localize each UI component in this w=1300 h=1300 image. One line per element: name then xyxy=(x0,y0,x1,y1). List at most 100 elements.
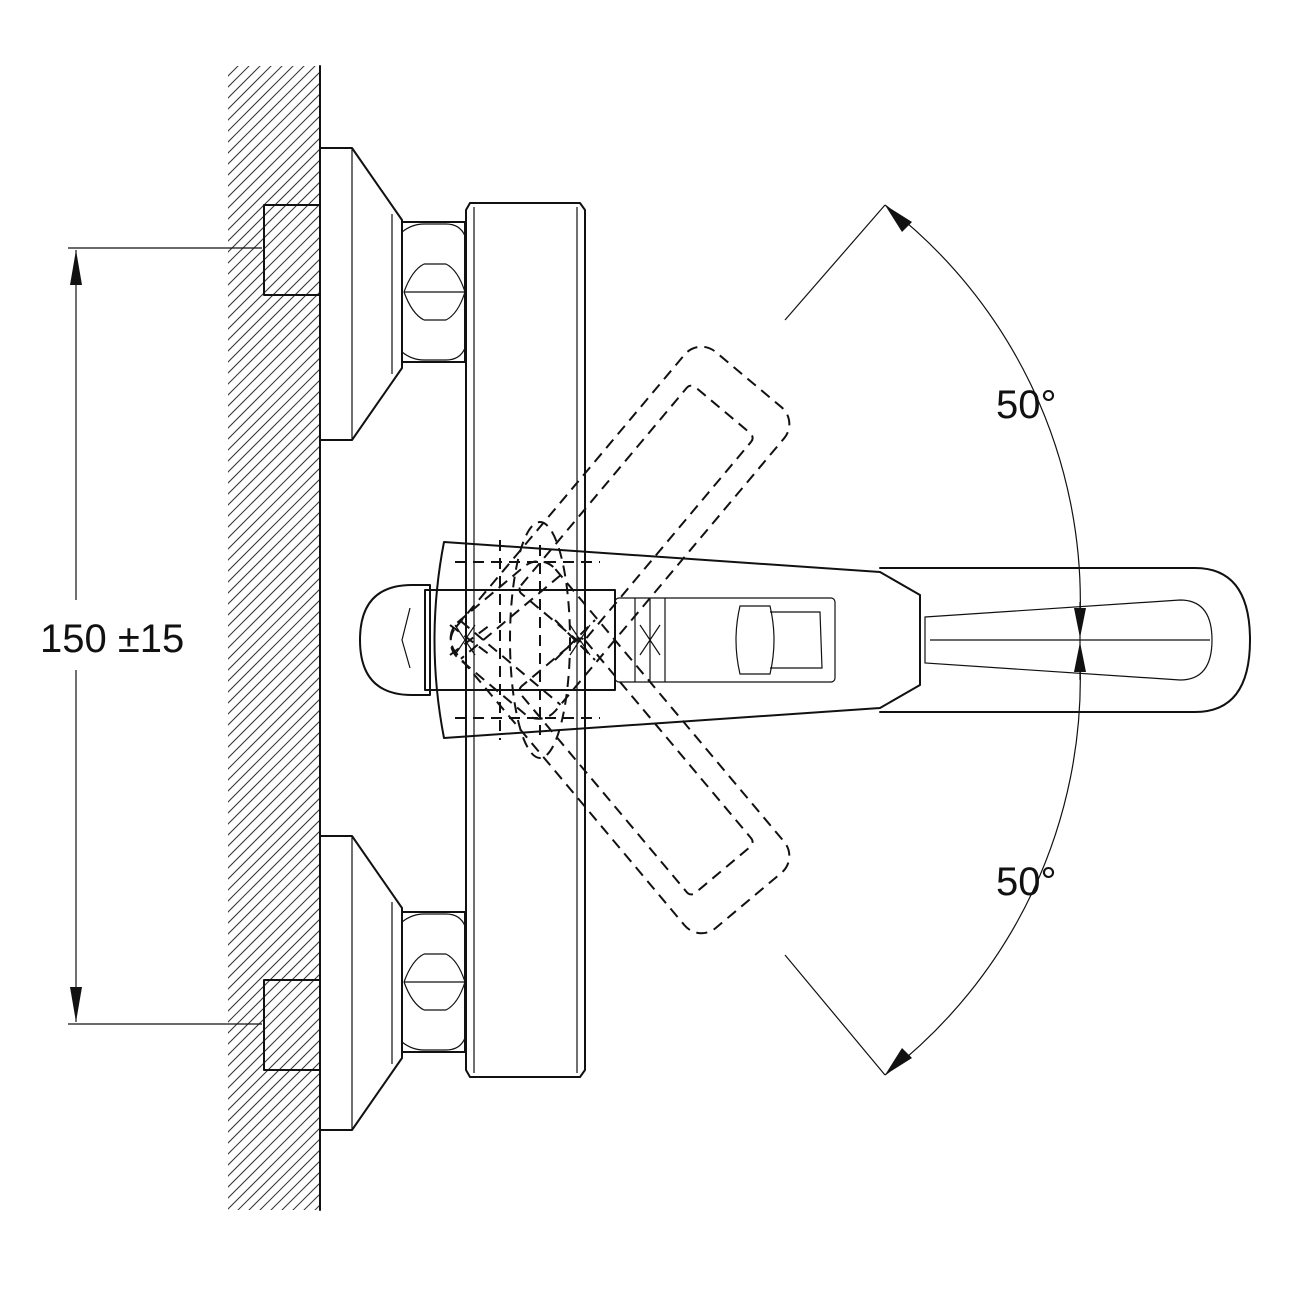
hatch-line xyxy=(228,599,320,693)
hatch-line xyxy=(228,66,305,143)
hatch-line xyxy=(228,478,320,572)
hatch-line xyxy=(228,1050,320,1144)
hatch-line xyxy=(220,1228,330,1300)
hatch-line xyxy=(220,0,330,51)
hatch-line xyxy=(228,940,320,1034)
hatch-line xyxy=(228,192,320,286)
hatch-line xyxy=(228,313,320,407)
hatch-line xyxy=(228,577,320,671)
hatch-line xyxy=(228,522,320,616)
hatch-line xyxy=(228,203,320,297)
spout-position-upper xyxy=(449,345,791,720)
hatch-line xyxy=(228,214,320,308)
swivel-arrow-lower-end xyxy=(885,1048,912,1075)
hatch-line xyxy=(292,1182,320,1210)
hatch-line xyxy=(228,236,320,330)
hatch-line xyxy=(228,66,272,110)
hatch-line xyxy=(228,66,250,88)
hatch-line xyxy=(228,621,320,715)
hatch-line xyxy=(228,115,320,209)
hatch-line xyxy=(228,984,320,1078)
hatch-line xyxy=(228,676,320,770)
spout-position-lower xyxy=(449,560,791,935)
hatch-line xyxy=(228,731,320,825)
hatch-line xyxy=(228,896,320,990)
hatch-line xyxy=(228,1017,320,1111)
hatch-line xyxy=(228,445,320,539)
upper-swivel-label: 50° xyxy=(996,383,1057,427)
hatch-line xyxy=(228,357,320,451)
hatch-line xyxy=(228,775,320,869)
hatch-line xyxy=(228,390,320,484)
lower-wall-connector xyxy=(263,835,466,1131)
hatch-line xyxy=(228,247,320,341)
hatch-line xyxy=(228,874,320,968)
hatch-line xyxy=(228,423,320,517)
spacing-dimension: 150 ±15 xyxy=(40,247,262,1025)
hatch-line xyxy=(228,797,320,891)
spout-arm xyxy=(879,567,1251,713)
swivel-arc-upper xyxy=(884,204,1081,621)
hatch-line xyxy=(228,126,320,220)
hatch-line xyxy=(228,1072,320,1166)
upper-escutcheon xyxy=(319,147,403,441)
hatch-line xyxy=(228,225,320,319)
hatch-line xyxy=(270,1160,320,1210)
hatch-line xyxy=(228,280,320,374)
swivel-extension-lower xyxy=(784,954,886,1076)
swivel-extension-upper xyxy=(784,204,886,321)
spacing-label: 150 ±15 xyxy=(40,617,184,661)
hatch-line xyxy=(228,467,320,561)
hatch-line xyxy=(228,181,320,275)
hatch-line xyxy=(228,1006,320,1100)
spout xyxy=(359,541,1251,739)
hatch-line xyxy=(228,66,316,154)
spacing-arrow-top xyxy=(70,250,82,285)
hatch-line xyxy=(228,456,320,550)
hatch-line xyxy=(228,511,320,605)
hatch-line xyxy=(228,1116,320,1210)
hatch-line xyxy=(228,852,320,946)
hatch-line xyxy=(228,302,320,396)
hatch-line xyxy=(228,555,320,649)
hatch-line xyxy=(228,929,320,1023)
hatch-line xyxy=(220,0,330,40)
cartridge-hidden-detail xyxy=(449,521,600,759)
hatch-line xyxy=(228,412,320,506)
hatch-line xyxy=(228,951,320,1045)
hatch-line xyxy=(228,93,320,187)
hatch-line xyxy=(228,753,320,847)
hatch-line xyxy=(228,819,320,913)
hatch-line xyxy=(220,0,330,62)
wall-hatching xyxy=(220,0,330,1300)
hatch-line xyxy=(228,489,320,583)
hatch-line xyxy=(228,654,320,748)
hatch-line xyxy=(228,885,320,979)
hatch-line xyxy=(228,995,320,1089)
hatch-line xyxy=(228,808,320,902)
hatch-line xyxy=(228,720,320,814)
hatch-line xyxy=(314,1204,320,1210)
swivel-arrow-upper-end xyxy=(885,205,912,232)
hatch-line xyxy=(228,66,283,121)
mixer-body-outline xyxy=(465,202,586,1078)
spout-arm-recess xyxy=(924,599,1213,681)
hatch-line xyxy=(228,863,320,957)
hatch-line xyxy=(228,709,320,803)
spout-swivel-positions xyxy=(449,345,791,935)
lower-swivel-label: 50° xyxy=(996,860,1057,904)
hatch-line xyxy=(228,66,239,77)
spout-back-cap xyxy=(359,584,431,696)
hatch-line xyxy=(228,918,320,1012)
hatch-line xyxy=(228,346,320,440)
hatch-line xyxy=(228,610,320,704)
hatch-line xyxy=(228,742,320,836)
hatch-line xyxy=(228,434,320,528)
hatch-line xyxy=(228,258,320,352)
hatch-line xyxy=(228,500,320,594)
hatch-line xyxy=(228,973,320,1067)
hatch-line xyxy=(228,1083,320,1177)
hatch-line xyxy=(228,1105,320,1199)
hatch-line xyxy=(228,962,320,1056)
